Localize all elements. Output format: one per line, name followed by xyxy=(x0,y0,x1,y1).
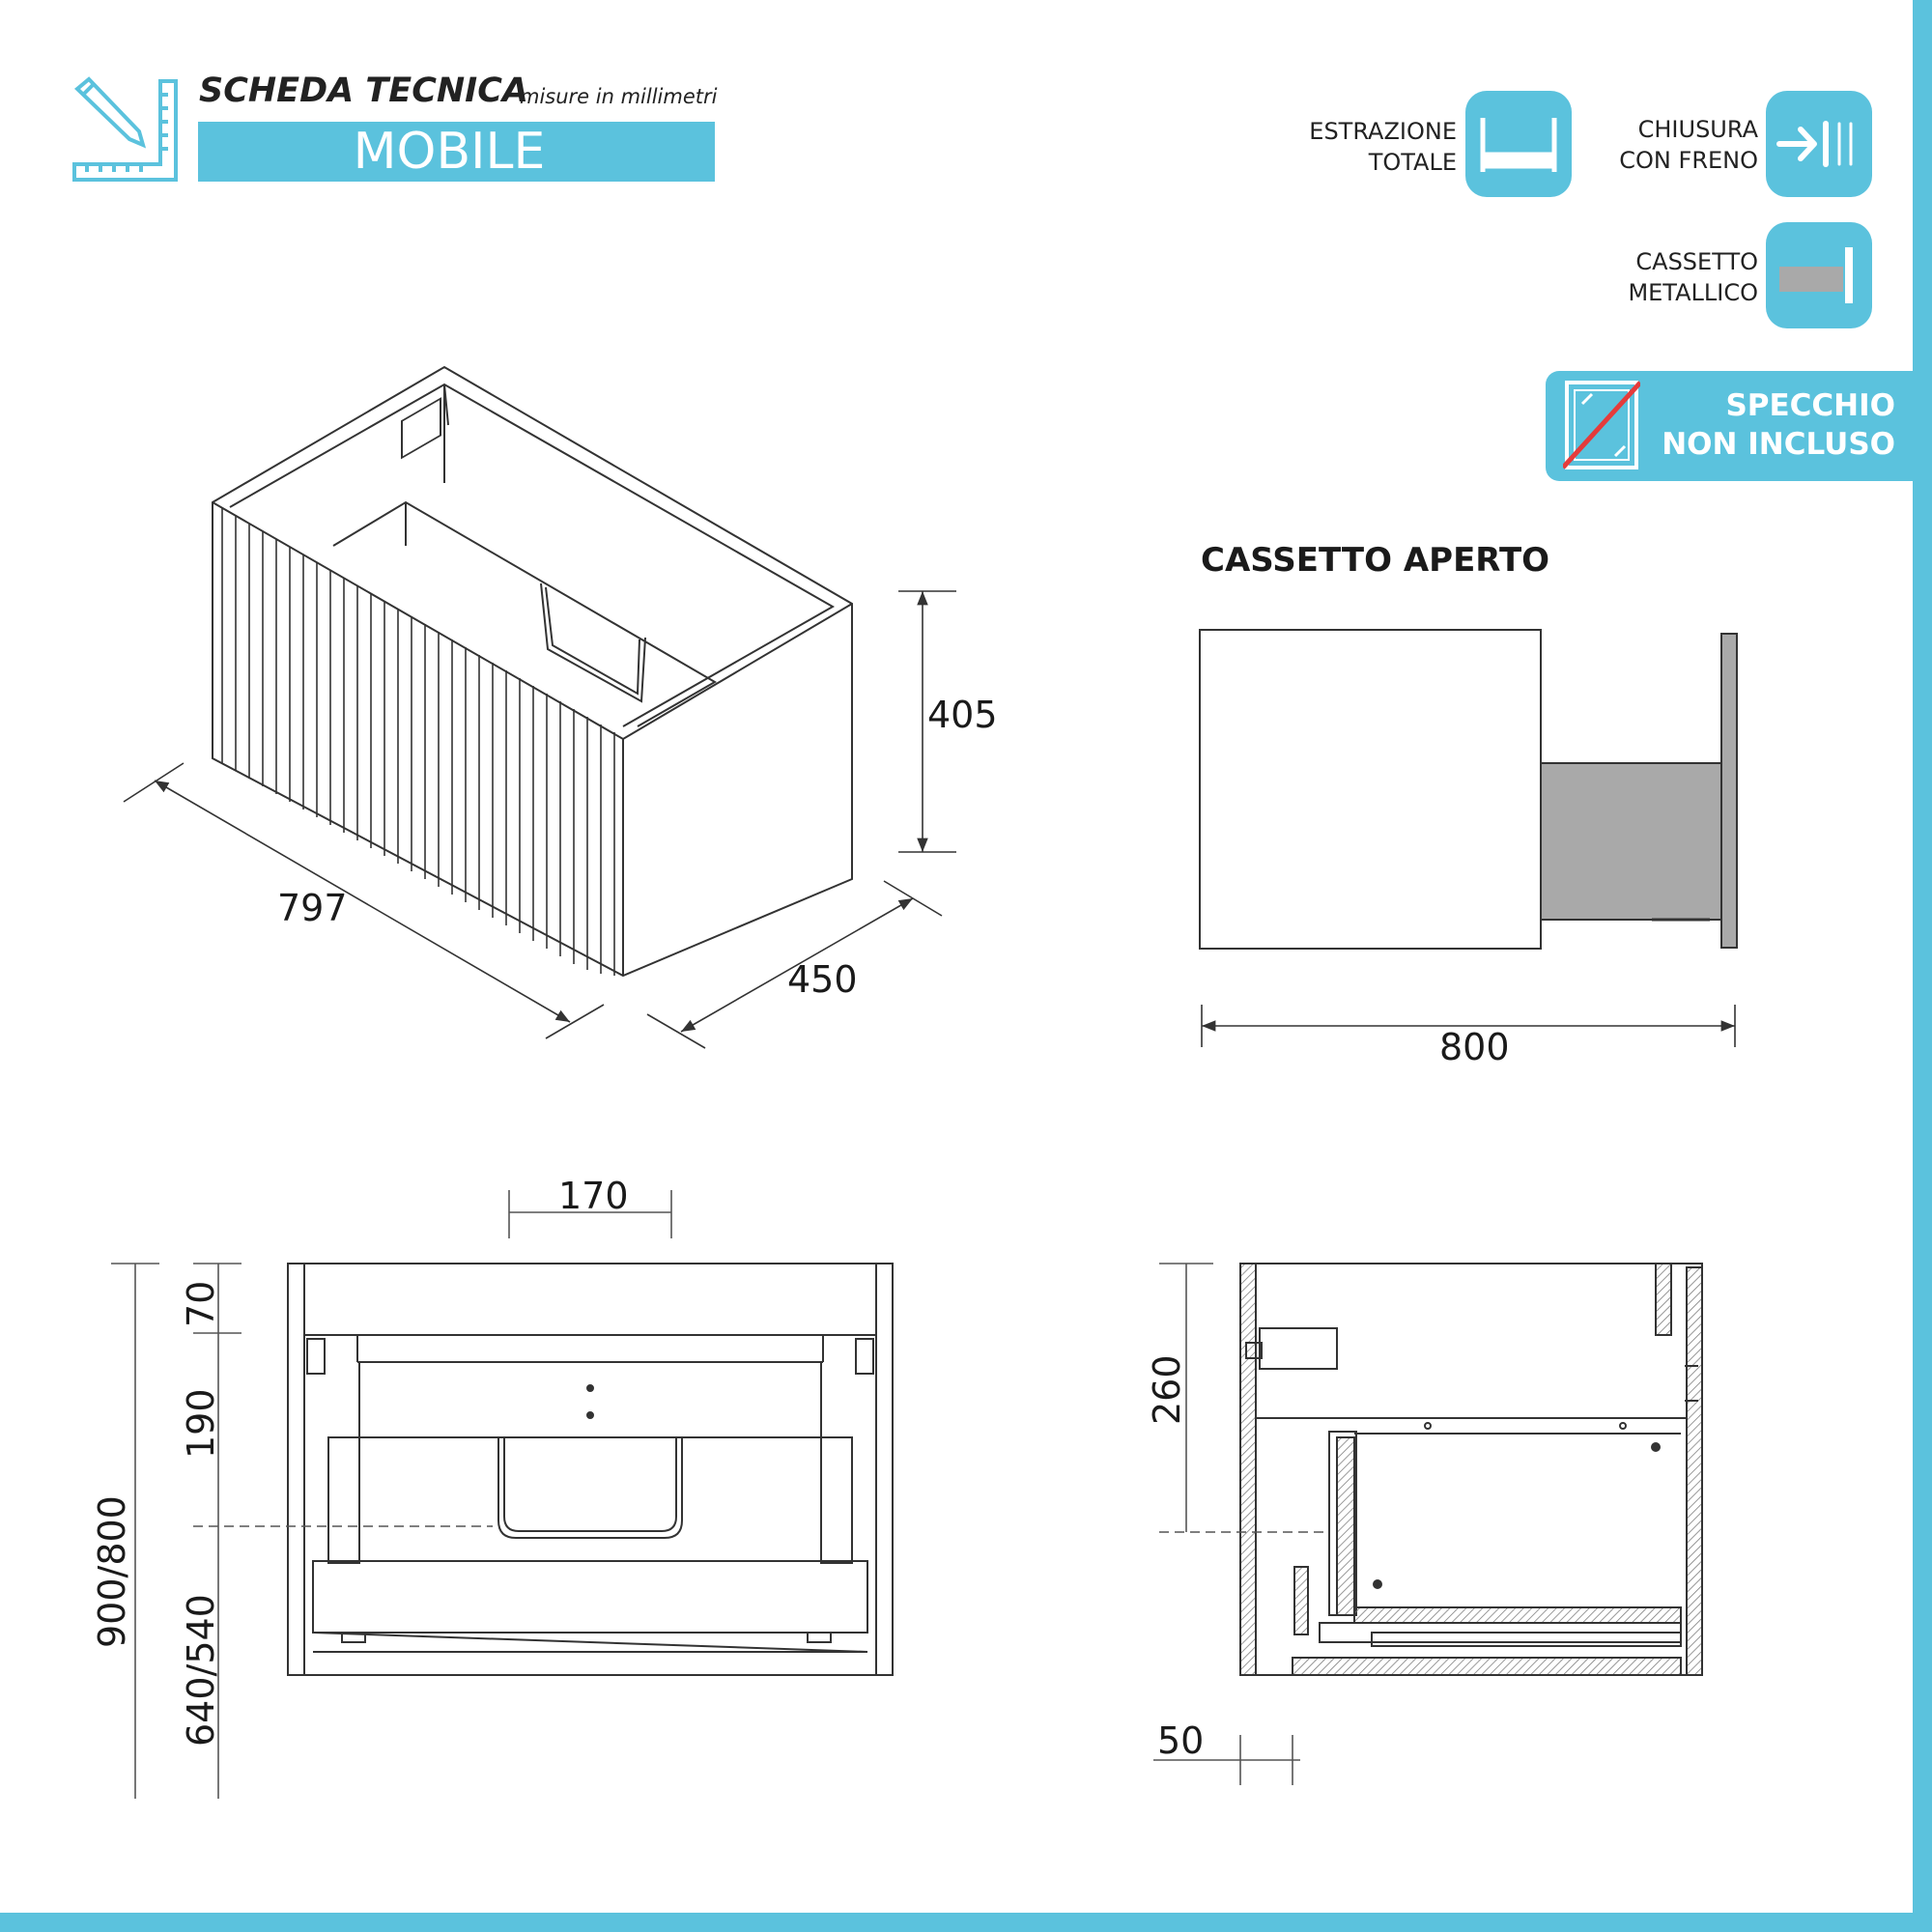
dim-total-900-800: 900/800 xyxy=(91,1495,133,1648)
mirror-notice-text: SPECCHIO NON INCLUSO xyxy=(1662,388,1895,462)
side-view-dimensions xyxy=(1153,1263,1323,1785)
sheet-subtitle: misure in millimetri xyxy=(520,85,718,108)
metal-drawer-icon xyxy=(1766,222,1872,328)
open-drawer-title: CASSETTO APERTO xyxy=(1201,541,1550,580)
banner-label: MOBILE xyxy=(353,123,546,181)
dim-height-405: 405 xyxy=(927,694,998,736)
feature-metal-drawer-label: CASSETTO METALLICO xyxy=(1628,248,1758,306)
front-view-dimensions xyxy=(111,1190,672,1799)
open-drawer-diagram xyxy=(1199,629,1738,950)
dim-side-50: 50 xyxy=(1157,1719,1205,1762)
side-view xyxy=(1239,1263,1703,1676)
dim-depth-450: 450 xyxy=(787,958,858,1001)
iso-dimensions xyxy=(123,590,956,1049)
banner-bar xyxy=(198,122,715,182)
dim-width-797: 797 xyxy=(277,887,348,929)
accent-edge-bottom xyxy=(0,1913,1932,1932)
accent-edge-right xyxy=(1913,0,1932,1932)
iso-cabinet xyxy=(212,365,853,978)
dim-top-70: 70 xyxy=(180,1280,222,1327)
full-extension-icon xyxy=(1465,91,1572,197)
dim-mid-190: 190 xyxy=(180,1388,222,1459)
sheet-title: SCHEDA TECNICA xyxy=(199,71,528,110)
feature-soft-close-label: CHIUSURA CON FRENO xyxy=(1619,116,1758,174)
ruler-pencil-icon xyxy=(72,76,178,182)
dim-open-drawer-800: 800 xyxy=(1439,1026,1510,1068)
dim-top-gap-170: 170 xyxy=(558,1175,629,1217)
dim-bottom-640-540: 640/540 xyxy=(180,1594,222,1747)
soft-close-icon xyxy=(1766,91,1872,197)
mirror-crossed-icon xyxy=(1563,381,1640,469)
dim-side-260: 260 xyxy=(1146,1354,1188,1425)
front-view xyxy=(287,1263,894,1676)
feature-full-extension-label: ESTRAZIONE TOTALE xyxy=(1309,118,1457,176)
open-drawer-dimension xyxy=(1201,1005,1736,1047)
